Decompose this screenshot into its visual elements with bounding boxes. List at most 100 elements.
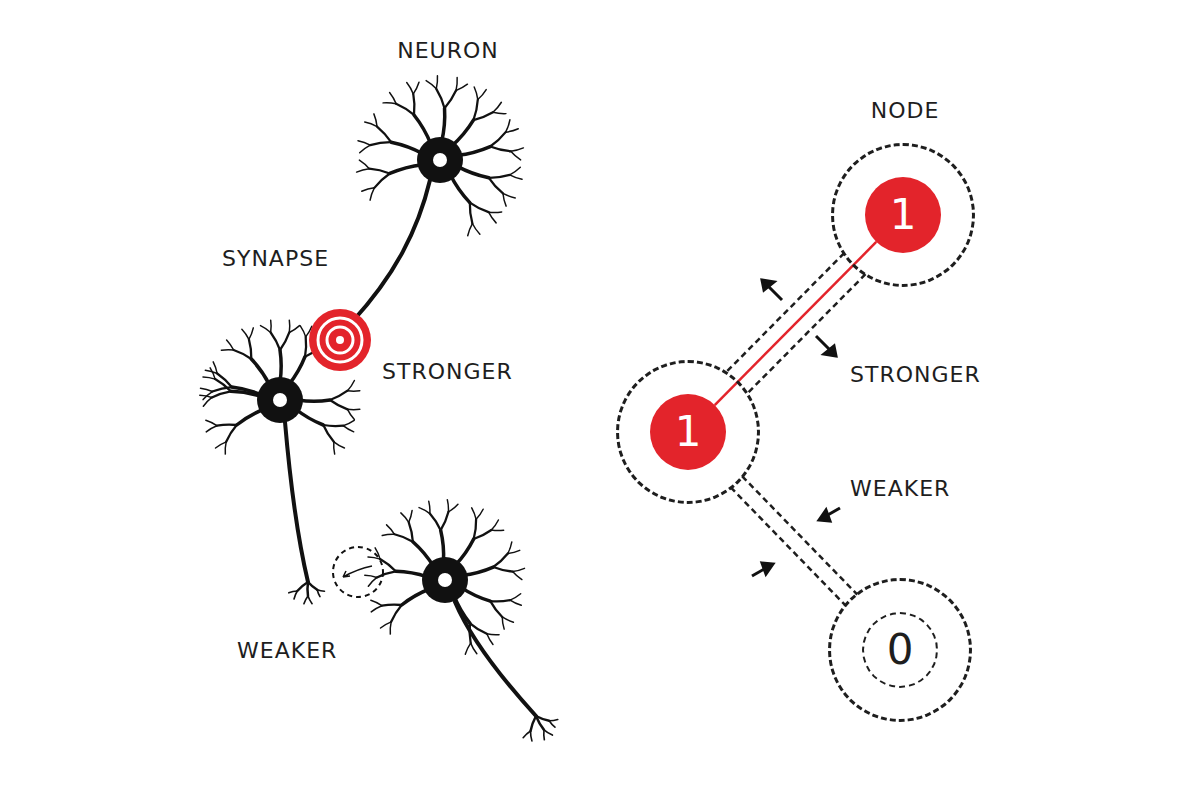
dendrite-branch [289,320,291,332]
dendrite-branch [365,122,377,126]
dendrite-branch [413,82,419,94]
dendrite-branch [381,622,392,628]
dendrite-branch [442,108,445,142]
dendrite-branch [394,534,412,541]
dendrite-branch [343,426,354,432]
dendrite-branch [348,409,355,419]
dendrite-branch [305,337,306,357]
dendrite-branch [473,100,477,121]
node-circle: 0 [828,578,972,722]
dendrite-branch [470,203,489,213]
strength-label: STRONGER [850,364,981,386]
dendrite-branch [510,600,521,605]
dendrite-branch [503,193,515,197]
dendrite-branch [414,115,431,144]
dendrite-branch [536,716,549,721]
dendrite-branch [490,601,502,617]
dendrites [200,76,558,741]
dendrite-branch [510,594,521,600]
dendrite-branch [430,514,441,531]
dendrite-branch [203,397,212,406]
dendrite-branch [221,349,233,351]
dendrite-branch [382,605,402,606]
dendrite-branch [215,379,231,391]
dendrite-branch [390,92,397,103]
dendrite-branch [358,141,370,145]
dendrite-branch [200,395,212,397]
axon [455,602,536,716]
dendrite-branch [227,340,234,350]
dendrite-branch [474,530,492,539]
dendrite-branch [487,633,499,635]
dendrite-branch [445,91,456,109]
dendrite-branch [357,169,370,172]
dendrite-branch [348,390,360,392]
dendrite-branch [294,591,297,599]
dendrite-branch [370,142,391,145]
dendrite-branch [377,127,391,143]
dendrite-branch [330,391,348,400]
dendrite-branch [407,83,414,94]
dendrite-branch [511,148,524,151]
dendrite-branch [413,94,414,115]
dendrite-branch [457,147,490,156]
node-value: 1 [675,411,702,453]
dendrite-branch [210,368,215,379]
dendrite-branch [436,89,444,108]
dendrite-branch [506,129,519,132]
connection-band [731,487,846,605]
dendrite-branch [289,326,299,333]
dendrite-branch [226,425,237,442]
dendrite-branch [456,77,457,90]
synapse-label: SYNAPSE [222,248,329,270]
dendrite-branch [368,557,380,559]
dendrite-branch [330,400,348,409]
dendrite-branch [359,160,369,169]
dendrite-branch [249,328,253,339]
dendrite-branch [510,167,521,175]
dendrite-branch [508,550,520,553]
strength-label: STRONGER [382,361,513,383]
dendrite-branch [441,512,449,530]
dendrite-branch [523,731,530,738]
node-circle: 1 [616,360,760,504]
dendrite-branch [369,169,390,174]
neuron-label: NEURON [397,40,499,62]
dendrite-branch [271,332,280,350]
dendrite-branch [260,326,270,333]
dendrite-branch [470,203,473,224]
dendrite-branch [374,114,377,127]
dendrite-branch [280,332,289,350]
axon [352,180,430,322]
weak-synapse [333,547,383,597]
dendrite-branch [511,151,521,160]
dendrite-branch [317,590,320,597]
dendrite-branch [396,104,414,115]
dendrite-branch [549,721,555,727]
dendrite-branch [474,87,478,100]
dendrite-branch [389,622,391,634]
dendrite-branch [489,175,510,178]
dendrite-branch [206,420,217,425]
dendrite-branch [476,509,483,519]
weak-connection [731,476,857,605]
dendrite-branch [429,501,430,513]
dendrite-branch [452,120,474,146]
neuron-soma [422,557,468,603]
dendrite-branch [362,188,375,191]
dendrite-branch [543,730,545,740]
dendrite-branch [490,132,505,146]
dendrite-branch [489,178,503,194]
axon [285,422,308,582]
dendrite-branch [348,380,355,390]
dendrite-branch [450,175,470,203]
dendrite-branch [206,426,217,432]
dendrite-branch [333,442,335,454]
dendrite-branch [391,605,402,622]
dendrite-branch [300,326,305,337]
dendrite-branch [493,112,506,113]
dendrite-branch [426,81,436,89]
dendrite-branch [409,510,412,522]
